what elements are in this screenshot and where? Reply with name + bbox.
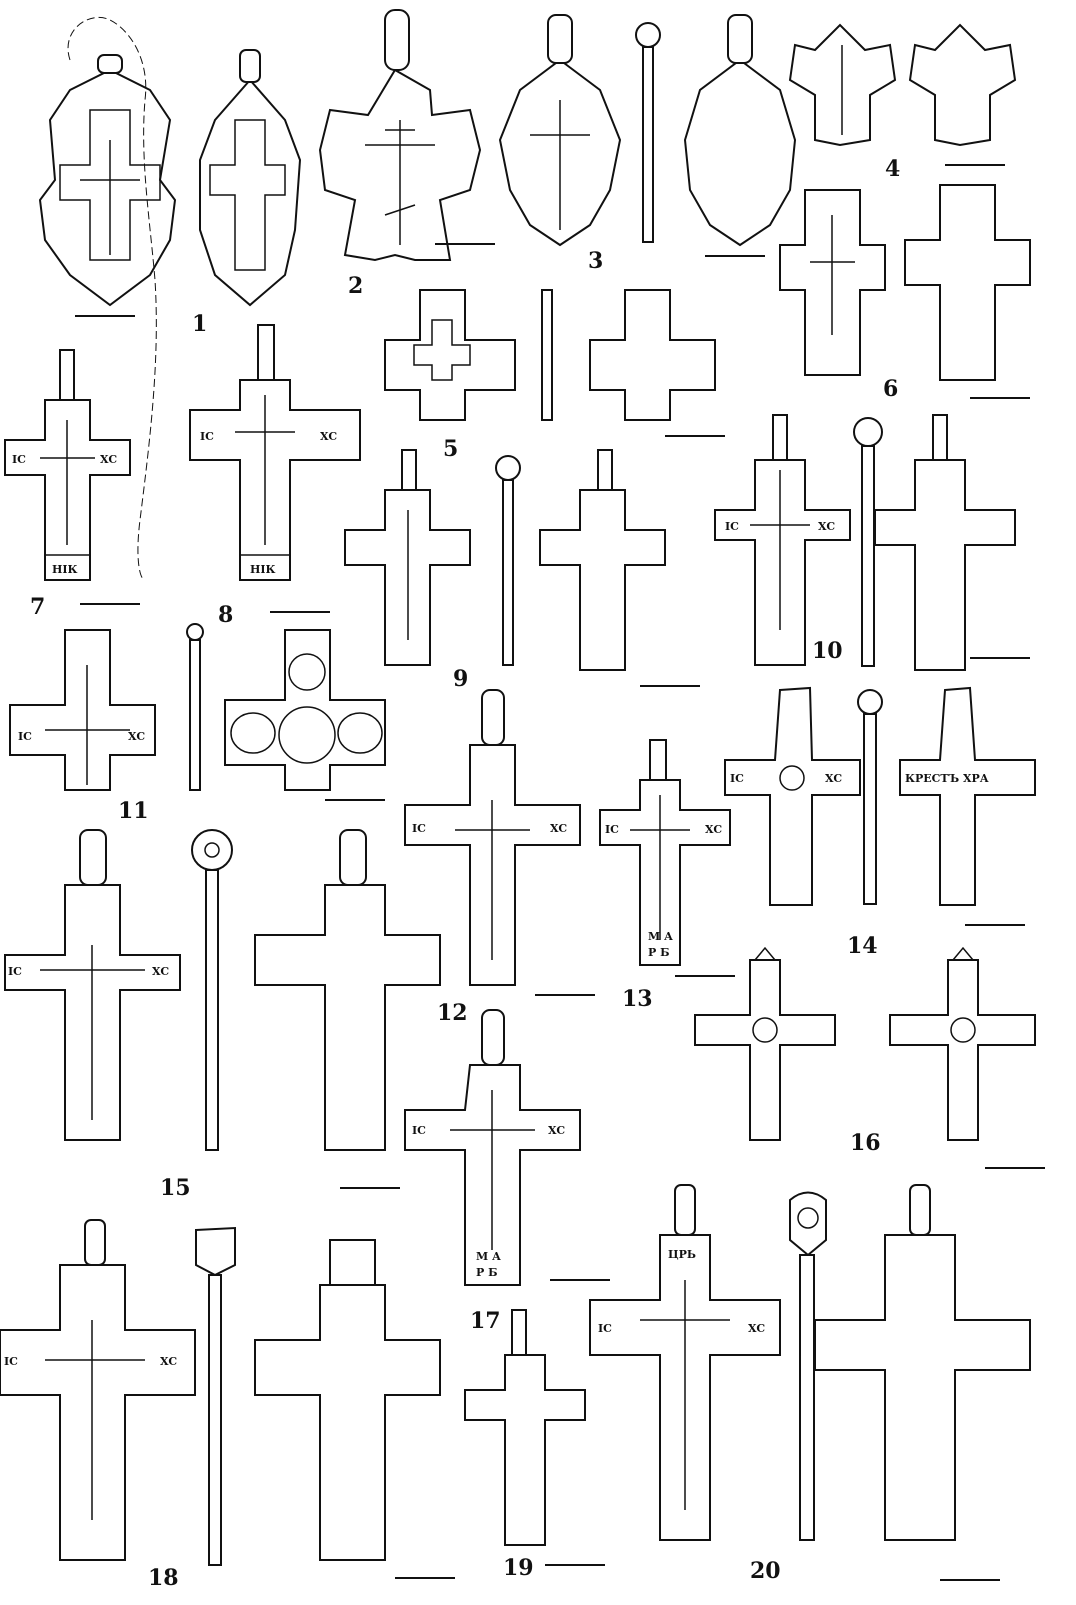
xc-label-13: XC	[705, 823, 722, 836]
xc-label-8: XC	[320, 430, 337, 443]
cross-17: IC XC М А Р Б	[404, 1009, 581, 1286]
figure-number-16: 16	[850, 1130, 881, 1156]
cross-7: IC XC НІК	[4, 349, 131, 581]
figure-number-19: 19	[503, 1555, 534, 1581]
ic-label-13: IC	[605, 823, 619, 836]
figure-number-6: 6	[883, 376, 899, 402]
cross-3-side	[635, 22, 661, 243]
ma-label-17: М А	[476, 1250, 501, 1263]
cross-13: IC XC М А Р Б	[599, 739, 731, 966]
figure-number-5: 5	[443, 436, 459, 462]
xc-label-7: XC	[100, 453, 117, 466]
xc-label-12: XC	[550, 822, 567, 835]
cross-11-side	[186, 623, 204, 791]
cross-15-front: IC XC	[4, 829, 181, 1141]
cross-2	[318, 9, 482, 262]
cross-14-back: КРЕСТЪ ХРА	[899, 686, 1036, 906]
figure-number-14: 14	[847, 933, 878, 959]
cross-10-side	[853, 417, 883, 667]
kress-label-14: КРЕСТЪ ХРА	[905, 772, 989, 785]
nik-label-7: НІК	[52, 563, 78, 576]
cross-3-back	[683, 14, 797, 247]
figure-number-17: 17	[470, 1308, 501, 1334]
cross-20-side	[789, 1191, 827, 1541]
cross-15-side	[191, 829, 233, 1151]
cross-5-back	[589, 289, 716, 421]
cross-14-front: IC XC	[724, 686, 861, 906]
ma-label-13: М А	[648, 930, 673, 943]
ic-label-20: IC	[598, 1322, 612, 1335]
cross-5-front	[384, 289, 516, 421]
xc-label-20: XC	[748, 1322, 765, 1335]
cross-4-back	[908, 23, 1017, 147]
xc-label-18: XC	[160, 1355, 177, 1368]
figure-number-10: 10	[812, 638, 843, 664]
xc-label-14: XC	[825, 772, 842, 785]
cross-9-front	[344, 449, 471, 666]
cross-11-back	[224, 629, 386, 791]
figure-number-2: 2	[348, 273, 364, 299]
figure-number-3: 3	[588, 248, 604, 274]
cross-6-front	[779, 189, 886, 376]
figure-number-12: 12	[437, 1000, 468, 1026]
cross-12: IC XC	[404, 689, 581, 986]
ic-label-11: IC	[18, 730, 32, 743]
cross-20-back	[814, 1184, 1031, 1541]
xc-label-17: XC	[548, 1124, 565, 1137]
ic-label-18: IC	[4, 1355, 18, 1368]
cross-6-back	[904, 184, 1031, 381]
cross-18-front: IC XC	[0, 1219, 196, 1561]
cross-19	[464, 1309, 586, 1546]
cross-9-back	[539, 449, 666, 671]
cross-15-back	[254, 829, 441, 1151]
cross-9-side	[495, 455, 521, 666]
xc-label-15: XC	[152, 965, 169, 978]
cross-16-back	[889, 946, 1036, 1141]
figure-number-20: 20	[750, 1558, 781, 1584]
xc-label-10: XC	[818, 520, 835, 533]
cross-3-front	[498, 14, 622, 247]
cross-10-back	[874, 414, 1016, 671]
ic-label-14: IC	[730, 772, 744, 785]
cross-10-front: IC XC	[714, 414, 851, 666]
rb-label-13: Р Б	[648, 946, 670, 959]
cross-18-back	[254, 1239, 441, 1561]
czr-label-20: ЦРЬ	[668, 1248, 696, 1261]
cross-20-front: IC XC ЦРЬ	[589, 1184, 781, 1541]
cross-5-side	[541, 289, 553, 421]
cross-4-front	[788, 23, 897, 147]
ic-label-12: IC	[412, 822, 426, 835]
ic-label-8: IC	[200, 430, 214, 443]
figure-number-9: 9	[453, 666, 469, 692]
ic-label-10: IC	[725, 520, 739, 533]
cross-16-front	[694, 946, 836, 1141]
cross-18-side	[195, 1226, 236, 1566]
figure-number-8: 8	[218, 602, 234, 628]
ic-label-17: IC	[412, 1124, 426, 1137]
cross-1-back	[199, 49, 302, 307]
figure-number-13: 13	[622, 986, 653, 1012]
cross-11-front: IC XC	[9, 629, 156, 791]
nik-label-8: НІК	[250, 563, 276, 576]
figure-number-18: 18	[148, 1565, 179, 1591]
figure-number-11: 11	[118, 798, 149, 824]
figure-number-4: 4	[885, 156, 901, 182]
figure-number-7: 7	[30, 594, 46, 620]
cross-1-front	[38, 54, 177, 307]
cross-8: IC XC НІК	[189, 324, 361, 581]
figure-number-15: 15	[160, 1175, 191, 1201]
ic-label-7: IC	[12, 453, 26, 466]
ic-label-15: IC	[8, 965, 22, 978]
figure-number-1: 1	[192, 311, 208, 337]
rb-label-17: Р Б	[476, 1266, 498, 1279]
xc-label-11: XC	[128, 730, 145, 743]
cross-14-side	[857, 689, 883, 905]
